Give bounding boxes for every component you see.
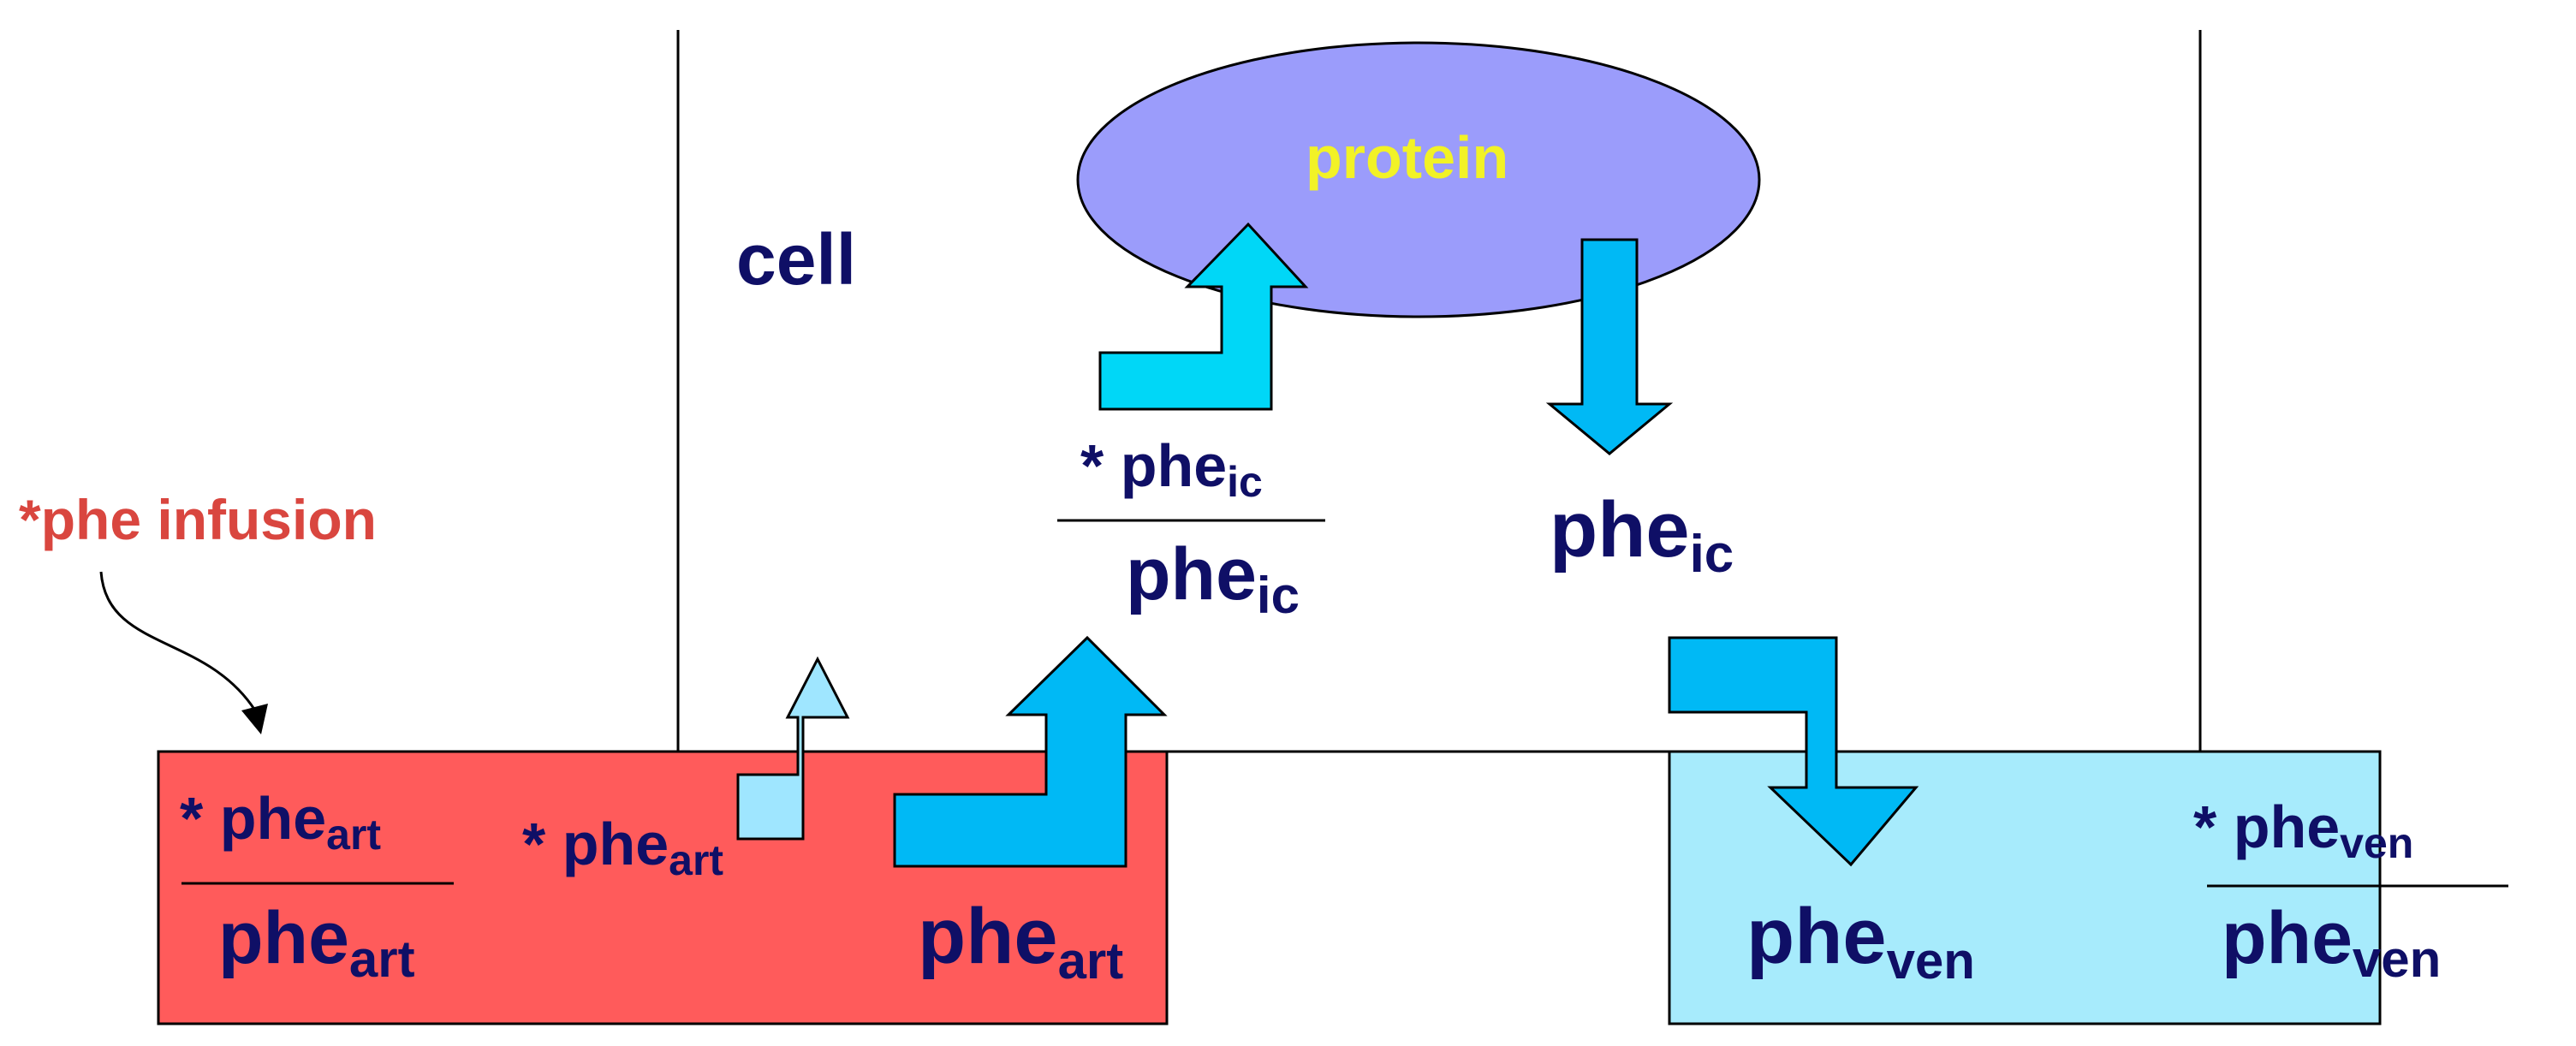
protein-synthesis-arrow xyxy=(1098,222,1309,411)
vein-box xyxy=(1668,750,2382,1025)
cell-label: cell xyxy=(736,219,856,300)
sub-ic-free: ic xyxy=(1690,525,1734,584)
sub-art-den: art xyxy=(349,930,415,988)
star-ic: * xyxy=(1080,432,1121,499)
phe-ven-den: phe xyxy=(2222,897,2353,979)
free-phe-ic-label: pheic xyxy=(1550,486,1734,584)
sub-art-num: art xyxy=(326,811,381,859)
labeled-phe-uptake-arrow xyxy=(736,656,850,841)
sub-ic-den: ic xyxy=(1257,567,1300,624)
labeled-phe-art-label: * pheart xyxy=(522,811,723,884)
phe-art-den: phe xyxy=(218,897,349,979)
phe-ic-den: phe xyxy=(1126,533,1257,615)
sub-ven-num: ven xyxy=(2340,819,2413,867)
phe-ven-num: phe xyxy=(2234,793,2340,860)
infusion-text: phe infusion xyxy=(41,488,377,551)
phe-ic-num: phe xyxy=(1121,432,1227,499)
sub-ven-big: ven xyxy=(1887,932,1975,990)
ratio-ic-numerator: * pheic xyxy=(1080,432,1263,506)
infusion-arrowhead xyxy=(241,704,268,734)
phe-ven-label: pheven xyxy=(1746,893,1975,990)
protein-label: protein xyxy=(1306,124,1508,191)
phe-ven-big: phe xyxy=(1746,893,1887,980)
ratio-art-numerator: * pheart xyxy=(180,785,381,859)
phe-release-arrow xyxy=(1668,636,1919,867)
infusion-star: * xyxy=(19,488,41,551)
infusion-label: *phe infusion xyxy=(19,488,377,551)
protein-breakdown-arrow xyxy=(1545,238,1674,455)
sub-art-big: art xyxy=(1058,932,1124,990)
ratio-ic-denominator: pheic xyxy=(1126,533,1300,624)
star-ven: * xyxy=(2193,793,2234,860)
sub-ven-den: ven xyxy=(2353,930,2441,988)
star-art-mid: * xyxy=(522,811,562,877)
phe-art-num: phe xyxy=(220,785,326,852)
infusion-arrow-curve xyxy=(99,571,257,711)
ratio-ven-denominator: pheven xyxy=(2222,897,2441,988)
phe-ic-free: phe xyxy=(1550,486,1690,574)
ratio-ven-numerator: * pheven xyxy=(2193,793,2413,867)
phe-uptake-arrow xyxy=(893,635,1168,868)
phe-art-label: pheart xyxy=(918,893,1123,990)
phe-art-big: phe xyxy=(918,893,1058,980)
ratio-art-denominator: pheart xyxy=(218,897,415,988)
phe-art-mid: phe xyxy=(562,811,669,877)
star-art: * xyxy=(180,785,220,852)
sub-ic-num: ic xyxy=(1227,458,1263,506)
sub-art-mid: art xyxy=(669,836,723,884)
